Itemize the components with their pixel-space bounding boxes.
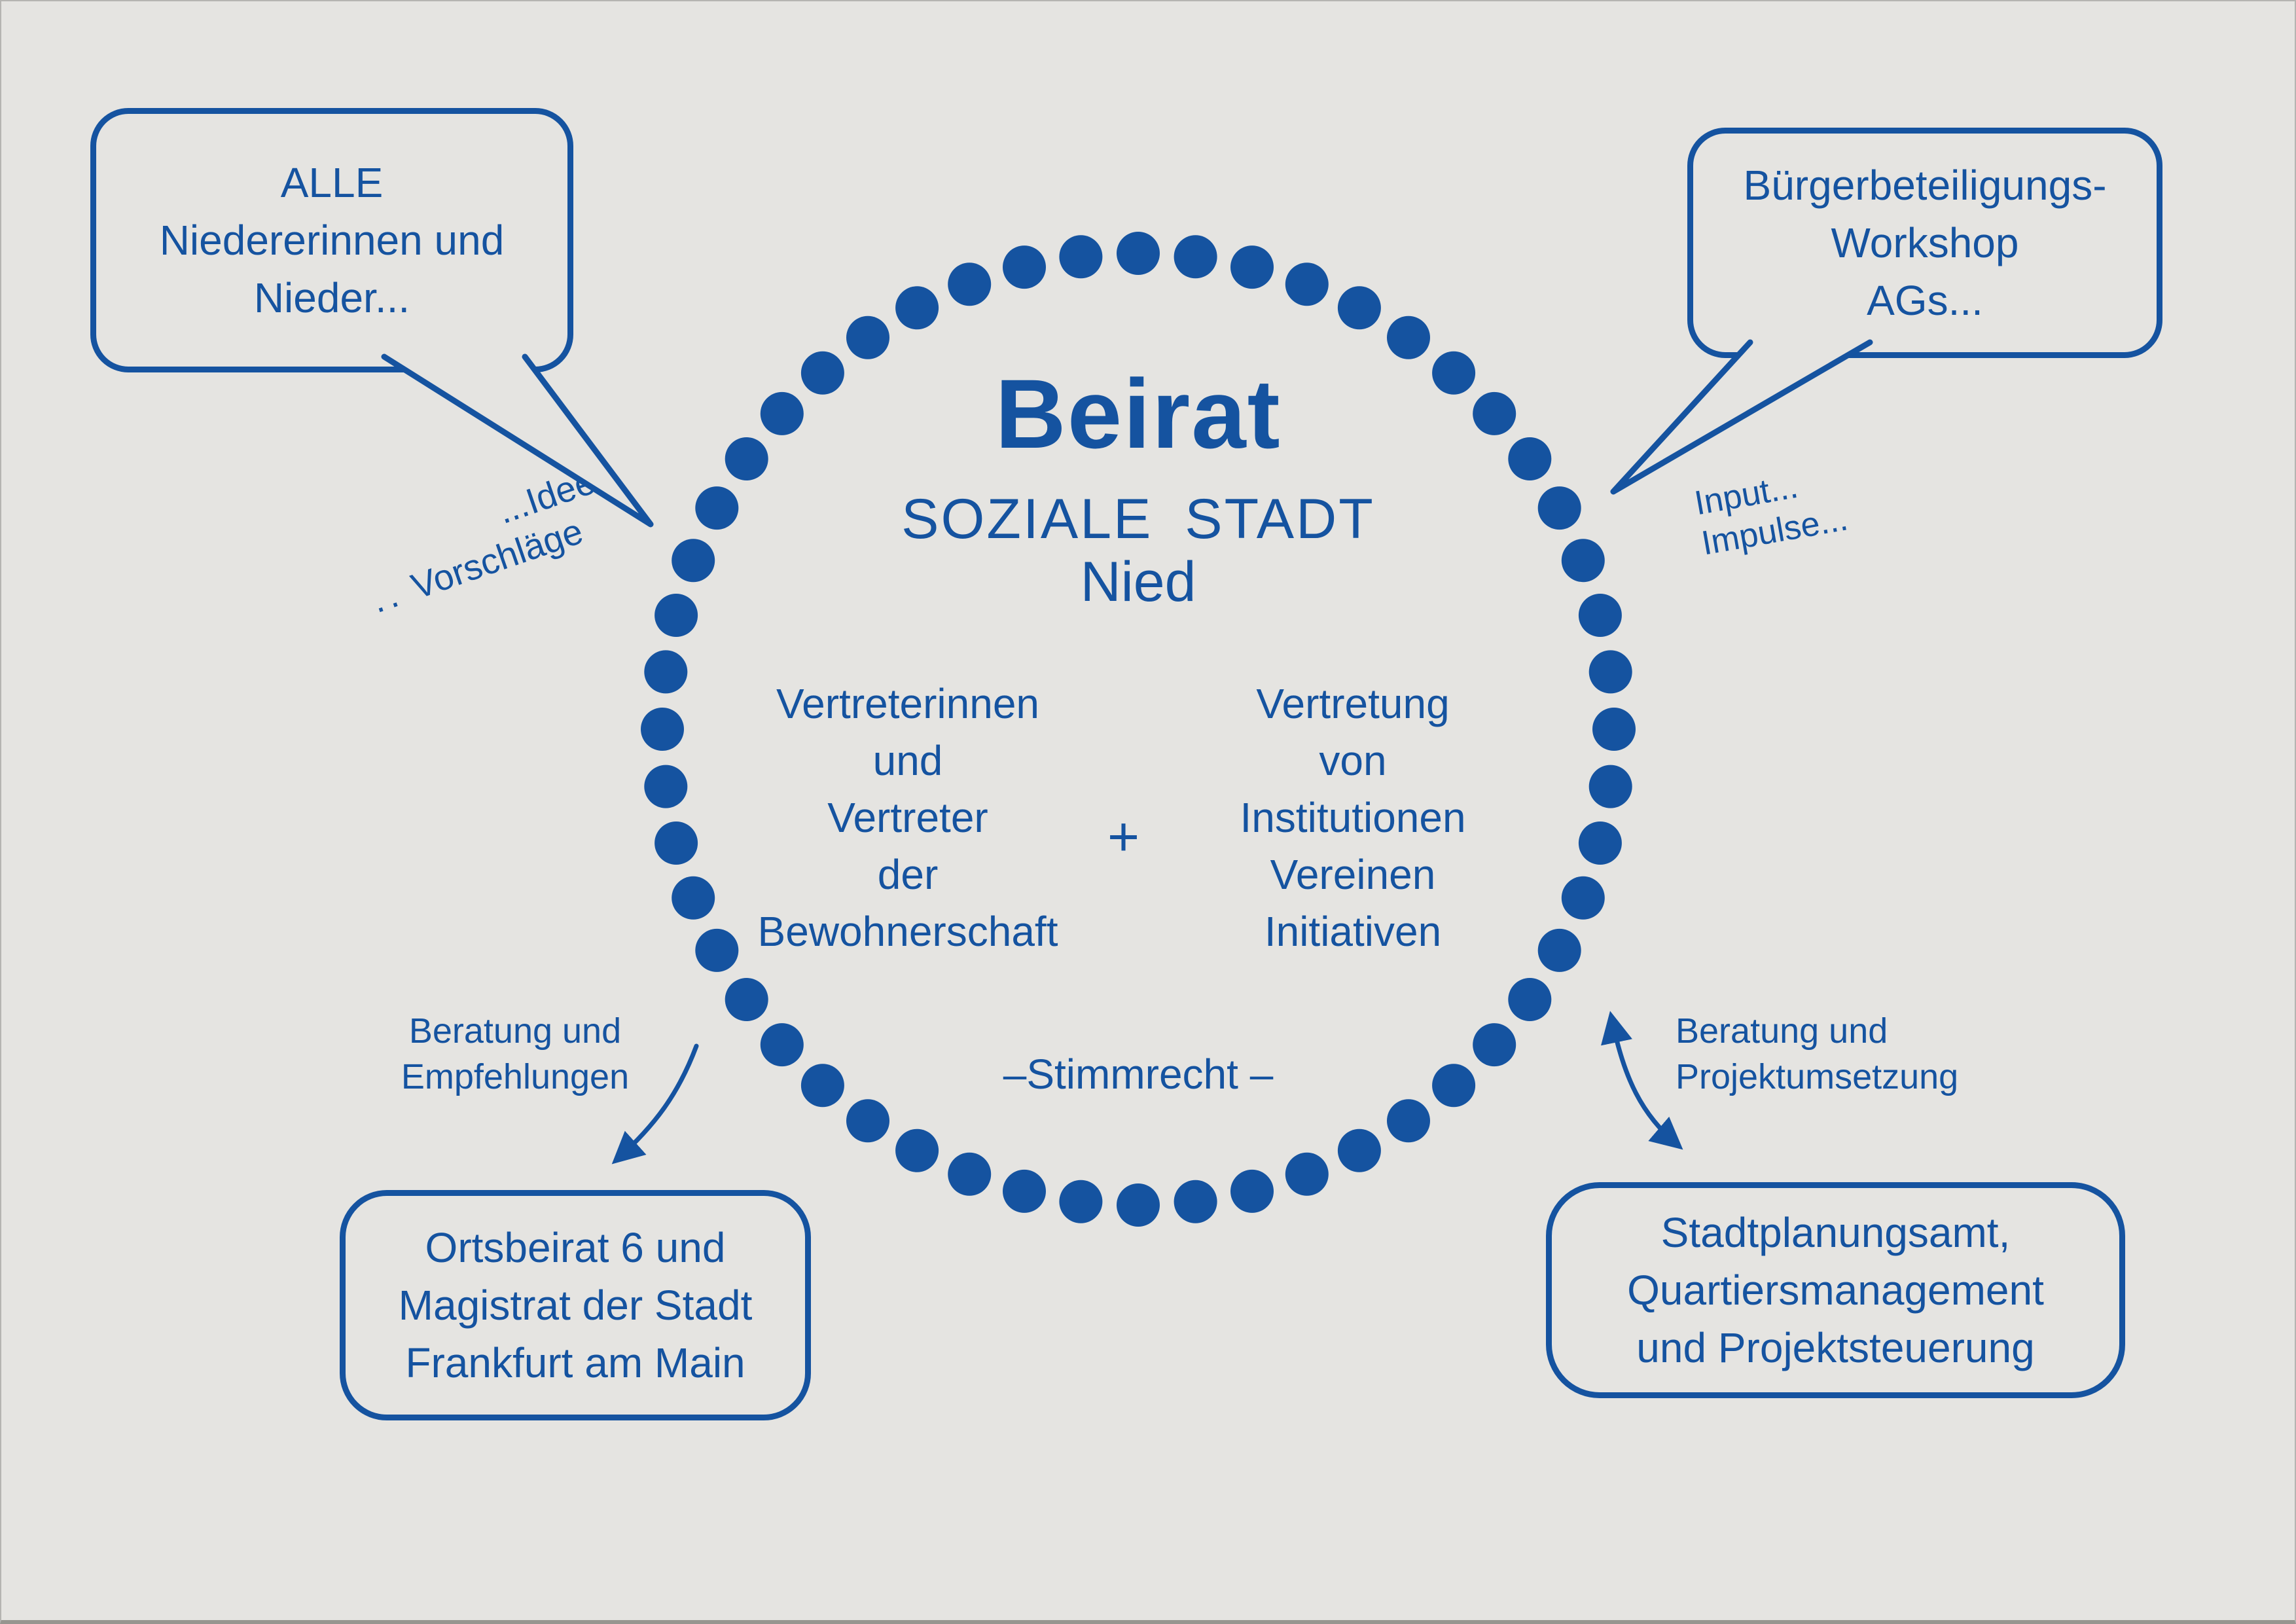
advice-right-line: Projektumsetzung bbox=[1676, 1057, 1959, 1096]
leading-dots: .. bbox=[366, 572, 408, 621]
bubble-stadtplanungsamt-line: Quartiersmanagement bbox=[1627, 1267, 2044, 1314]
ring-dot bbox=[644, 765, 688, 808]
circle-heading: Beirat SOZIALE STADT Nied bbox=[662, 358, 1614, 613]
title-beirat: Beirat bbox=[995, 359, 1282, 469]
ring-dot bbox=[846, 316, 889, 359]
bubble-residents-line: Nieder... bbox=[253, 274, 410, 321]
ring-dot bbox=[1337, 286, 1381, 330]
title-nied: Nied bbox=[1080, 550, 1196, 613]
bubble-participation-workshop: Bürgerbeteiligungs- Workshop AGs... bbox=[1687, 128, 2162, 358]
bubble-stadtplanungsamt: Stadtplanungsamt, Quartiersmanagement un… bbox=[1546, 1182, 2125, 1398]
ring-dot bbox=[1588, 650, 1632, 694]
ring-dot bbox=[1387, 316, 1430, 359]
ring-dot bbox=[1578, 821, 1622, 865]
advice-right-line: Beratung und bbox=[1676, 1011, 1888, 1051]
ring-dot bbox=[1537, 928, 1581, 972]
left-column-line: der bbox=[877, 851, 939, 898]
bubble-ortsbeirat-line: Ortsbeirat 6 und bbox=[425, 1224, 726, 1271]
ring-dot bbox=[1230, 1169, 1274, 1213]
right-column-line: Institutionen bbox=[1240, 794, 1466, 841]
ring-dot bbox=[672, 876, 715, 920]
ring-dot bbox=[948, 1152, 992, 1196]
ring-dot bbox=[1003, 245, 1046, 289]
bubble-residents: ALLE Niedererinnen und Nieder... bbox=[90, 108, 573, 372]
ring-dot bbox=[655, 821, 698, 865]
ring-dot bbox=[1592, 708, 1636, 751]
ring-dot bbox=[846, 1099, 889, 1143]
ring-dot bbox=[1387, 1099, 1430, 1143]
ring-dot bbox=[1230, 245, 1274, 289]
ring-dot bbox=[1337, 1128, 1381, 1172]
ring-dot bbox=[1059, 1180, 1103, 1223]
left-column-line: Bewohnerschaft bbox=[757, 908, 1058, 955]
ring-dot bbox=[644, 650, 688, 694]
bubble-participation-line: AGs... bbox=[1867, 277, 1983, 324]
ring-dot bbox=[1508, 978, 1552, 1021]
right-column-line: Vertretung bbox=[1256, 680, 1450, 727]
left-column-line: Vertreter bbox=[827, 794, 988, 841]
institutions-representation-column: Vertretung von Institutionen Vereinen In… bbox=[1163, 676, 1543, 960]
bubble-participation-line: Workshop bbox=[1831, 219, 2019, 266]
ring-dot bbox=[1117, 232, 1160, 275]
right-column-line: von bbox=[1319, 737, 1387, 784]
ring-dot bbox=[1561, 876, 1605, 920]
ring-dot bbox=[895, 286, 939, 330]
bubble-stadtplanungsamt-line: und Projektsteuerung bbox=[1636, 1324, 2035, 1371]
left-column-line: Vertreterinnen bbox=[776, 680, 1040, 727]
ring-dot bbox=[1059, 235, 1103, 279]
ring-dot bbox=[1285, 262, 1329, 306]
bubble-ortsbeirat-line: Magistrat der Stadt bbox=[398, 1282, 753, 1329]
right-column-line: Vereinen bbox=[1270, 851, 1436, 898]
advice-left-line: Beratung und bbox=[408, 1011, 622, 1051]
residents-representatives-column: Vertreterinnen und Vertreter der Bewohne… bbox=[718, 676, 1098, 960]
ring-dot bbox=[641, 708, 684, 751]
ring-dot bbox=[1588, 765, 1632, 808]
beratung-empfehlungen-label: Beratung und Empfehlungen bbox=[345, 1008, 685, 1100]
right-column-line: Initiativen bbox=[1264, 908, 1442, 955]
bubble-residents-line: Niedererinnen und bbox=[159, 217, 505, 264]
ring-dot bbox=[725, 978, 768, 1021]
ring-dot bbox=[1174, 235, 1217, 279]
bubble-ortsbeirat-magistrat: Ortsbeirat 6 und Magistrat der Stadt Fra… bbox=[340, 1190, 811, 1420]
ideen-vorschlaege-label: ...Ideen ..Vorschläge bbox=[351, 446, 652, 622]
beratung-projektumsetzung-label: Beratung und Projektumsetzung bbox=[1676, 1008, 2068, 1100]
bubble-residents-line: ALLE bbox=[280, 159, 384, 206]
ring-dot bbox=[1003, 1169, 1046, 1213]
bubble-ortsbeirat-line: Frankfurt am Main bbox=[405, 1339, 745, 1386]
title-soziale-stadt: SOZIALE STADT bbox=[901, 488, 1375, 550]
input-impulse-label: Input... Impulse... bbox=[1691, 436, 1976, 564]
ring-dot bbox=[948, 262, 992, 306]
stimmrecht-label: –Stimmrecht – bbox=[1003, 1051, 1274, 1098]
ring-dot bbox=[1174, 1180, 1217, 1223]
ring-dot bbox=[1285, 1152, 1329, 1196]
plus-sign: + bbox=[1107, 806, 1140, 867]
ring-dot bbox=[1117, 1183, 1160, 1227]
bubble-stadtplanungsamt-line: Stadtplanungsamt, bbox=[1660, 1209, 2011, 1256]
left-column-line: und bbox=[872, 737, 943, 784]
ring-dot bbox=[895, 1128, 939, 1172]
advice-left-line: Empfehlungen bbox=[401, 1057, 630, 1096]
advice-right-double-arrow bbox=[1601, 1011, 1683, 1150]
bubble-participation-line: Bürgerbeteiligungs- bbox=[1743, 162, 2107, 209]
